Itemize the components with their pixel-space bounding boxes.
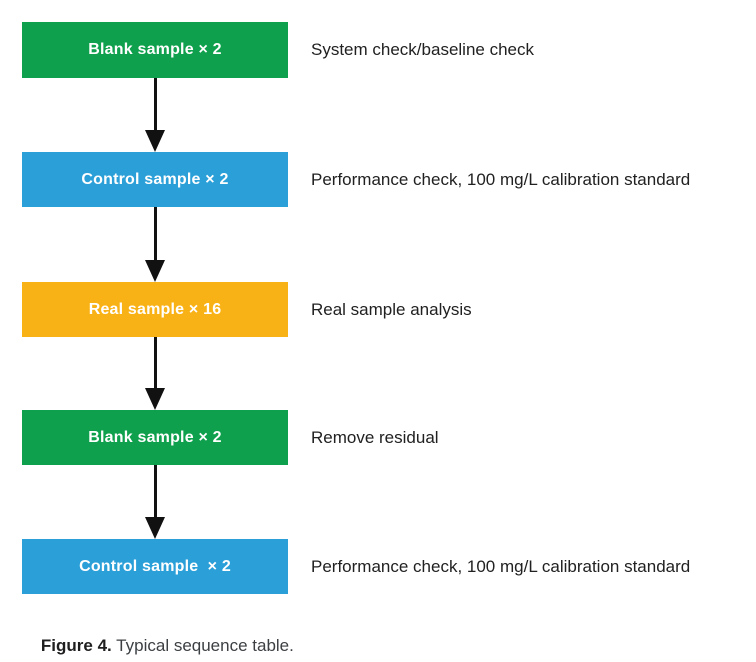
figure-caption-text: Typical sequence table. xyxy=(111,636,294,655)
figure-caption-label: Figure 4. xyxy=(40,636,112,655)
down-arrow-icon xyxy=(22,465,288,539)
flow-step-blank-sample-2: Blank sample × 2 xyxy=(22,410,288,465)
flow-step-description: Real sample analysis xyxy=(311,299,472,319)
arrow-head xyxy=(145,517,165,539)
flow-step-control-sample-2: Control sample × 2 xyxy=(22,539,288,594)
down-arrow-icon xyxy=(22,78,288,152)
arrow-shaft xyxy=(153,78,157,130)
flow-step-description: Performance check, 100 mg/L calibration … xyxy=(311,169,691,189)
down-arrow-icon xyxy=(22,207,288,282)
flow-step-label: Control sample × 2 xyxy=(79,557,231,575)
flow-step-description: Remove residual xyxy=(311,427,439,447)
arrow-head xyxy=(145,388,165,410)
flow-step-description: Performance check, 100 mg/L calibration … xyxy=(311,556,691,576)
flow-step-label: Control sample × 2 xyxy=(81,170,229,188)
arrow-head xyxy=(145,260,165,282)
figure-caption: Figure 4. Typical sequence table. xyxy=(22,616,294,662)
down-arrow-icon xyxy=(22,337,288,410)
arrow-head xyxy=(145,130,165,152)
flow-step-blank-sample-1: Blank sample × 2 xyxy=(22,22,288,78)
flow-step-real-sample: Real sample × 16 xyxy=(22,282,288,337)
arrow-shaft xyxy=(153,337,157,388)
flow-step-label: Real sample × 16 xyxy=(88,300,222,318)
flow-step-label: Blank sample × 2 xyxy=(88,428,222,446)
arrow-shaft xyxy=(153,465,157,517)
arrow-shaft xyxy=(153,207,157,260)
flow-step-label: Blank sample × 2 xyxy=(88,41,222,58)
flow-step-description: System check/baseline check xyxy=(311,40,534,59)
flow-step-control-sample-1: Control sample × 2 xyxy=(22,152,288,207)
